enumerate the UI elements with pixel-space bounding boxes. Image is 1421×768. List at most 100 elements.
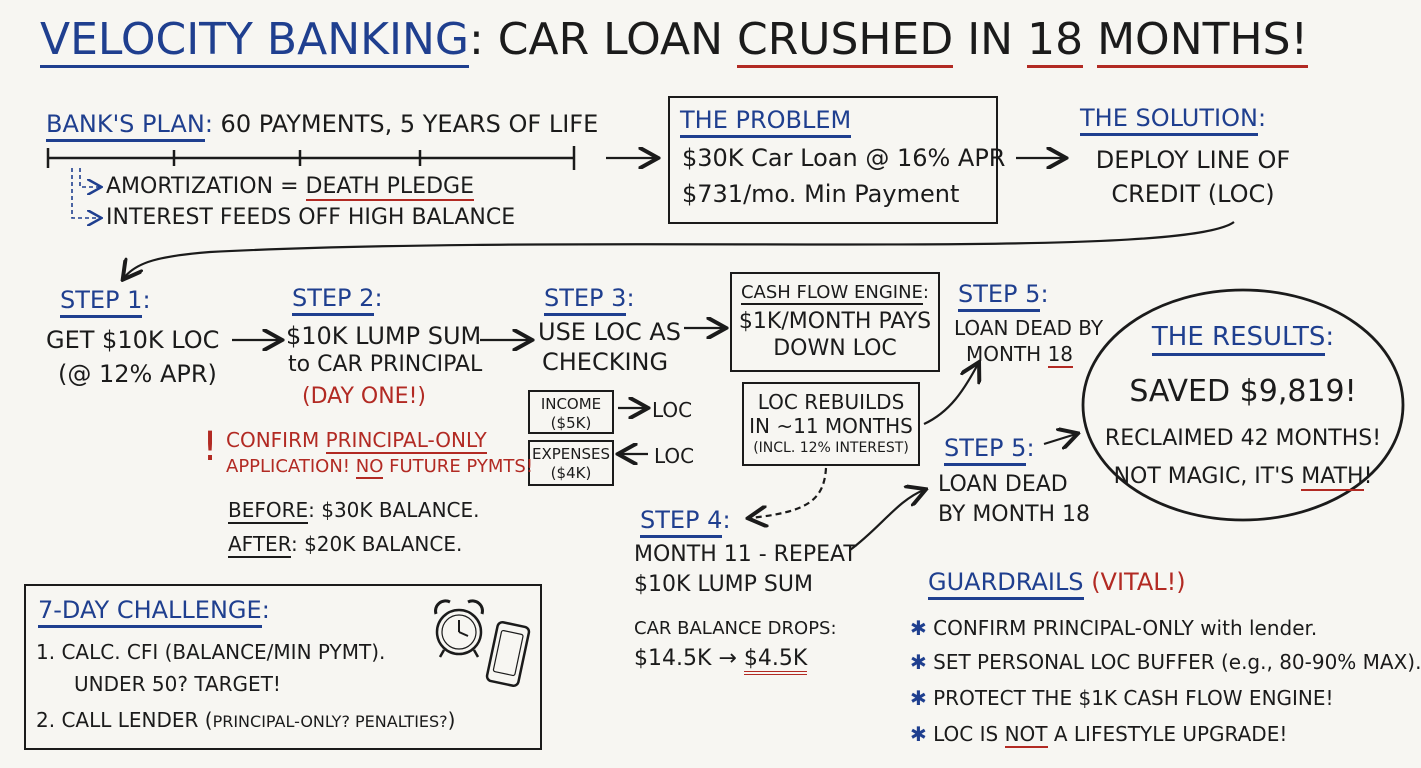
solution-label: THE SOLUTION [1080,104,1258,136]
title-pre: CAR LOAN [497,14,723,65]
title-in: IN [967,14,1014,65]
problem-label: THE PROBLEM [680,106,852,138]
step5a-line-1: LOAN DEAD BY [954,316,1104,340]
problem-line-2: $731/mo. Min Payment [682,180,960,208]
guardrail-item-4: ✱ LOC IS NOT A LIFESTYLE UPGRADE! [910,722,1288,748]
alarm-clock-icon [434,599,484,658]
engine-line-1: $1K/MONTH PAYS [738,309,932,334]
challenge-item-1a: 1. CALC. CFI (BALANCE/MIN PYMT). [36,640,386,664]
title-colon: : [468,14,484,65]
challenge-heading: 7-DAY CHALLENGE: [38,596,270,628]
smartphone-icon [485,621,531,687]
warning-line-2: APPLICATION! NO FUTURE PYMTS! [226,456,534,479]
step4-line-1: MONTH 11 - REPEAT [634,542,857,567]
step4-drop-label: CAR BALANCE DROPS: [634,618,837,639]
step4-heading: STEP 4: [640,506,731,538]
arrow-step5b-to-results [1043,434,1076,444]
loc-rebuilds-box: LOC REBUILDS IN ~11 MONTHS (INCL. 12% IN… [742,382,920,466]
bank-plan-heading: BANK'S PLAN: 60 PAYMENTS, 5 YEARS OF LIF… [46,110,599,142]
title-brand: VELOCITY BANKING [40,14,469,68]
guardrails-label: GUARDRAILS [928,568,1084,600]
results-circle [1081,288,1405,522]
title-crushed: CRUSHED [737,14,954,68]
expenses-box: EXPENSES ($4K) [528,440,614,486]
after-value: : $20K BALANCE. [290,532,463,556]
step4-line-2: $10K LUMP SUM [634,572,813,597]
timeline-note-connectors [71,168,100,218]
arrow-rebuild-to-step4 [750,467,828,518]
note1-pre: AMORTIZATION = [106,174,299,199]
step1-heading: STEP 1: [60,286,151,318]
income-box: INCOME ($5K) [528,390,614,434]
guardrail-bullet-icon: ✱ [910,686,927,710]
bank-plan-note-2: INTEREST FEEDS OFF HIGH BALANCE [106,205,516,230]
results-saved: SAVED $9,819! [1129,374,1357,409]
bank-plan-note-1: AMORTIZATION = DEATH PLEDGE [106,174,474,201]
note1-highlight: DEATH PLEDGE [305,174,474,201]
guardrail-item-3: ✱ PROTECT THE $1K CASH FLOW ENGINE! [910,686,1334,710]
guardrail-bullet-icon: ✱ [910,722,927,746]
rebuild-line-3: (INCL. 12% INTEREST) [753,440,909,456]
bank-plan-text: 60 PAYMENTS, 5 YEARS OF LIFE [220,110,599,138]
guardrail-item-1: ✱ CONFIRM PRINCIPAL-ONLY with lender. [910,616,1318,640]
after-line: AFTER: $20K BALANCE. [228,532,463,558]
step1-line-2: (@ 12% APR) [58,360,217,388]
challenge-label: 7-DAY CHALLENGE [38,596,262,628]
arrow-step4-to-step5b [849,490,924,551]
step3-heading: STEP 3: [544,284,635,316]
warning-mark: ! [202,424,219,470]
warning-line-1: CONFIRM PRINCIPAL-ONLY [226,428,487,454]
step5b-line-1: LOAN DEAD [938,472,1068,497]
bank-plan-colon: : [204,110,213,138]
step2-line-2: to CAR PRINCIPAL [288,352,483,377]
cash-flow-engine-box: CASH FLOW ENGINE: $1K/MONTH PAYS DOWN LO… [730,272,940,372]
results-math: NOT MAGIC, IT'S MATH! [1113,464,1373,491]
expenses-target: LOC [654,444,695,468]
before-value: : $30K BALANCE. [308,498,480,522]
step5b-line-2: BY MONTH 18 [938,502,1091,527]
step2-line-3: (DAY ONE!) [302,384,426,409]
page-title: VELOCITY BANKING: CAR LOAN CRUSHED IN 18… [40,14,1309,68]
step5a-heading: STEP 5: [958,280,1049,312]
rebuild-line-1: LOC REBUILDS [757,390,905,414]
after-label: AFTER [228,532,291,558]
results-reclaimed: RECLAIMED 42 MONTHS! [1104,426,1382,451]
solution-line-1: DEPLOY LINE OF [1095,146,1291,174]
step2-heading: STEP 2: [292,284,383,316]
step2-line-1: $10K LUMP SUM [286,322,482,350]
amortization-timeline [46,146,576,170]
solution-heading: THE SOLUTION: [1080,104,1267,136]
step3-line-1: USE LOC AS [538,318,682,346]
income-line-2: ($5K) [550,414,592,432]
problem-line-1: $30K Car Loan @ 16% APR [682,144,1006,172]
guardrail-bullet-icon: ✱ [910,650,927,674]
results-label: THE RESULTS [1151,322,1326,356]
title-months-num: 18 [1027,14,1084,68]
expenses-line-2: ($4K) [550,464,592,482]
problem-box: THE PROBLEM $30K Car Loan @ 16% APR $731… [668,96,1005,224]
challenge-box: 7-DAY CHALLENGE: 1. CALC. CFI (BALANCE/M… [24,584,542,750]
guardrail-item-2: ✱ SET PERSONAL LOC BUFFER (e.g., 80-90% … [910,650,1421,674]
step4-drop-values: $14.5K → $4.5K [634,646,808,675]
bank-plan-label: BANK'S PLAN [46,110,205,142]
arrow-solution-to-step1 [124,221,1235,278]
challenge-item-2: 2. CALL LENDER (PRINCIPAL-ONLY? PENALTIE… [36,708,456,732]
step5b-heading: STEP 5: [944,434,1035,466]
solution-colon: : [1257,104,1267,132]
guardrails-vital: (VITAL!) [1091,568,1186,596]
challenge-item-1b: UNDER 50? TARGET! [74,672,281,696]
step5a-line-2: MONTH 18 [966,342,1074,368]
engine-line-2: DOWN LOC [773,336,897,361]
engine-label-row: CASH FLOW ENGINE: [740,282,929,305]
step1-line-1: GET $10K LOC [46,326,220,354]
solution-line-2: CREDIT (LOC) [1111,180,1275,208]
title-months-word: MONTHS! [1097,14,1309,68]
rebuild-line-2: IN ~11 MONTHS [749,414,913,438]
results-heading: THE RESULTS: [1100,322,1386,356]
income-line-1: INCOME [540,395,602,413]
before-label: BEFORE [228,498,309,524]
arrow-rebuild-to-step5a [923,364,978,425]
engine-label: CASH FLOW ENGINE [740,282,923,305]
before-line: BEFORE: $30K BALANCE. [228,498,480,524]
